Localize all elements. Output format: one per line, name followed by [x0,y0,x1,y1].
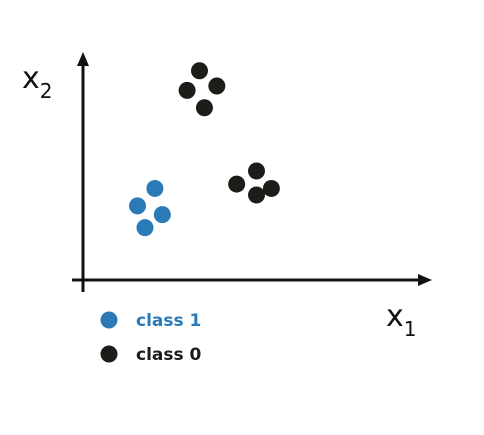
legend: class 1 class 0 [100,311,202,365]
x-axis-title-subscript: 1 [404,317,417,341]
x-axis-title-main: x [386,299,404,334]
data-point-class-0-1 [178,81,196,99]
data-point-class-0-8 [262,179,280,197]
y-axis-title-main: x [22,61,40,96]
data-point-class-0-6 [248,162,265,180]
data-point-class-0-3 [195,99,213,117]
y-axis-title-subscript: 2 [40,79,53,103]
y-axis-title: x2 [22,61,53,103]
x-axis-title: x1 [386,299,417,341]
data-points [129,62,280,237]
legend-label-class-1: class 1 [136,311,201,331]
legend-swatch-class-0 [100,345,118,363]
data-point-class-0-2 [190,62,208,80]
legend-item-class-0: class 0 [100,345,202,365]
data-point-class-1-1 [129,197,147,215]
legend-item-class-1: class 1 [100,311,201,331]
legend-swatch-class-1 [100,311,118,329]
data-point-class-0-5 [228,175,246,193]
data-point-class-0-4 [208,77,226,95]
legend-label-class-0: class 0 [136,345,202,365]
data-point-class-1-3 [153,206,171,224]
x-axis-arrowhead [418,274,432,286]
data-point-class-1-2 [146,179,164,197]
y-axis-arrowhead [77,52,89,66]
data-point-class-1-4 [136,219,154,237]
data-point-class-0-7 [248,186,265,204]
